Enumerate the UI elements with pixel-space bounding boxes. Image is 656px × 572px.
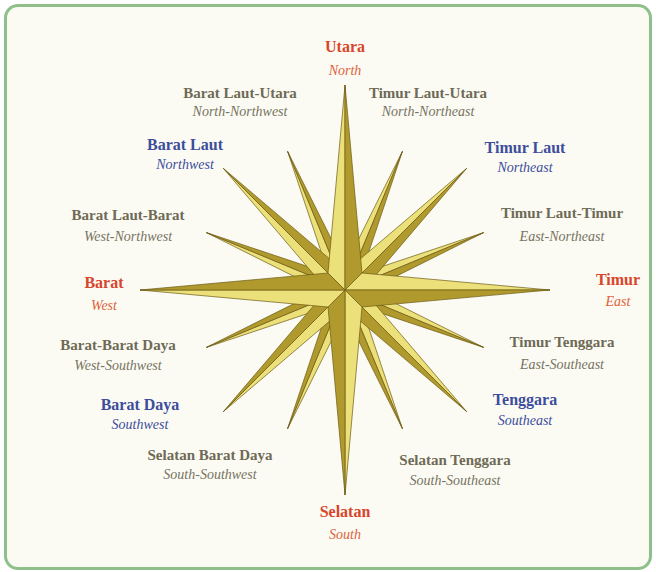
direction-name-english: South-Southwest	[163, 467, 256, 482]
star-point-light	[328, 85, 345, 290]
direction-name: Timur Laut-Utara	[369, 85, 487, 102]
direction-name: Barat Daya	[101, 396, 180, 414]
star-point-light	[345, 290, 467, 412]
star-point-light	[345, 273, 550, 290]
direction-name: Timur Tenggara	[510, 334, 615, 351]
direction-name-english: South	[329, 527, 361, 542]
direction-name: Barat	[84, 274, 123, 292]
star-point-light	[345, 290, 362, 495]
direction-name: Timur	[596, 271, 640, 289]
direction-name-english: West-Southwest	[74, 358, 161, 373]
star-point-dark	[140, 273, 345, 290]
direction-name: Utara	[325, 38, 365, 56]
star-point-dark	[223, 290, 345, 412]
direction-name: Timur Laut	[485, 139, 566, 157]
direction-name-english: East-Southeast	[520, 357, 604, 372]
star-point-light	[140, 290, 345, 307]
direction-name-english: North-Northwest	[193, 104, 288, 119]
direction-name: Selatan	[320, 503, 371, 521]
direction-name: Barat Laut-Barat	[72, 207, 185, 224]
star-point-dark	[223, 168, 345, 290]
direction-name-english: West-Northwest	[84, 229, 172, 244]
direction-name-english: West	[91, 298, 117, 313]
star-point-dark	[345, 85, 362, 290]
direction-name: Selatan Tenggara	[399, 452, 510, 469]
star-point-dark	[328, 290, 345, 495]
star-point-light	[223, 290, 345, 412]
direction-name-english: Northwest	[156, 157, 214, 172]
direction-name-english: Southeast	[498, 413, 552, 428]
direction-name: Barat Laut	[147, 136, 223, 154]
star-point-dark	[345, 290, 467, 412]
direction-name-english: East	[606, 294, 631, 309]
star-point-light	[345, 168, 467, 290]
direction-name: Tenggara	[493, 391, 557, 409]
direction-name: Barat Laut-Utara	[183, 85, 297, 102]
star-point-dark	[345, 290, 550, 307]
direction-name: Timur Laut-Timur	[501, 205, 623, 222]
star-point-dark	[345, 168, 467, 290]
direction-name-english: North-Northeast	[382, 104, 475, 119]
star-point-light	[223, 168, 345, 290]
direction-name-english: South-Southeast	[410, 473, 501, 488]
direction-name-english: Southwest	[112, 417, 169, 432]
direction-name: Barat-Barat Daya	[60, 337, 175, 354]
direction-name: Selatan Barat Daya	[148, 447, 273, 464]
direction-name-english: Northeast	[497, 160, 552, 175]
direction-name-english: North	[329, 63, 362, 78]
direction-name-english: East-Northeast	[520, 229, 605, 244]
